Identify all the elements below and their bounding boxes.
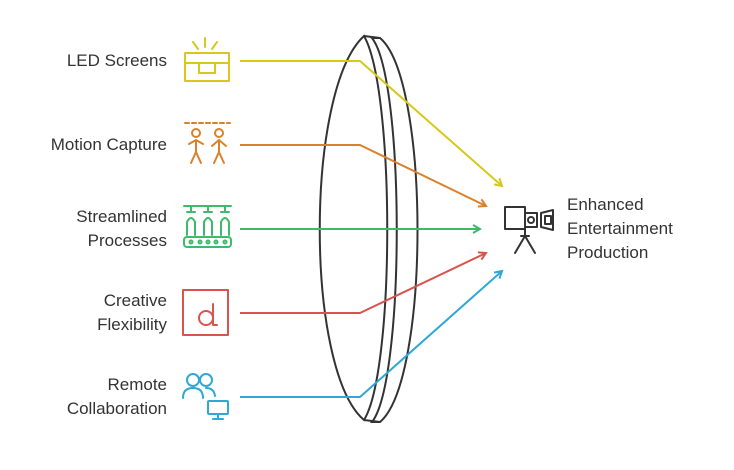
output-label: Enhanced Entertainment Production [567, 195, 673, 262]
led-screen-icon [184, 37, 230, 82]
input-label-led-screens: LED Screens [66, 51, 167, 70]
arrow-creative-flexibility [240, 253, 486, 314]
input-label-remote-collaboration: Remote Collaboration [66, 375, 167, 418]
video-camera-icon [504, 206, 554, 254]
assembly-line-icon [183, 205, 232, 248]
input-label-creative-flexibility: Creative Flexibility [97, 291, 167, 334]
motion-capture-icon [184, 122, 231, 164]
creative-d-icon [182, 289, 229, 336]
remote-team-icon [182, 373, 229, 420]
arrow-motion-capture [240, 144, 486, 206]
arrow-remote-collaboration [240, 271, 502, 398]
input-label-streamlined-processes: Streamlined Processes [76, 207, 167, 250]
arrow-led-screens [240, 60, 502, 186]
input-label-motion-capture: Motion Capture [50, 135, 167, 154]
